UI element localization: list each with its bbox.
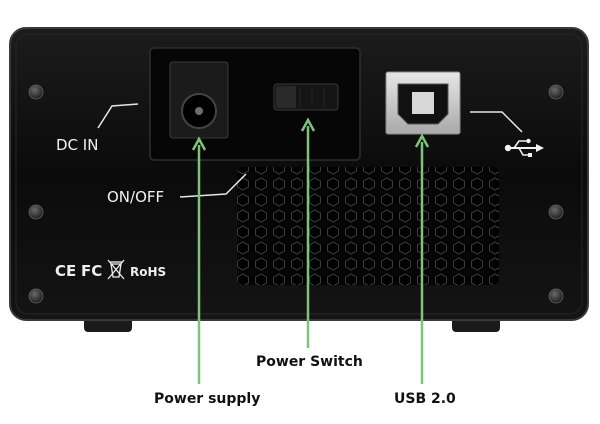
screw-icon (548, 84, 564, 100)
usb-callout-label: USB 2.0 (394, 391, 456, 407)
dc-in-jack[interactable] (169, 61, 229, 139)
certification-marks: CE FC RoHS (55, 259, 166, 280)
screw-icon (548, 204, 564, 220)
power-supply-callout-arrow (191, 136, 207, 151)
dc-in-label: DC IN (56, 136, 98, 154)
usb-callout-arrow (414, 133, 430, 148)
dc-in-label-group: DC IN (56, 103, 139, 154)
screw-icon (548, 288, 564, 304)
rohs-mark: RoHS (130, 265, 166, 279)
screw-icon (28, 84, 44, 100)
on-off-label-group: ON/OFF (107, 173, 247, 206)
screw-icon (28, 288, 44, 304)
dc-in-leader-line (97, 103, 139, 129)
power-switch-callout-label: Power Switch (256, 354, 363, 370)
power-switch[interactable] (273, 83, 339, 111)
on-off-label: ON/OFF (107, 188, 164, 206)
power-supply-callout-label: Power supply (154, 391, 260, 407)
screws (28, 84, 564, 304)
ventilation-grille (237, 167, 499, 285)
callout-lines (191, 117, 430, 384)
usb-leader-line (470, 111, 523, 133)
ce-mark: CE (55, 262, 76, 280)
power-switch-callout-arrow (300, 117, 316, 132)
crossed-bin-icon (107, 259, 125, 280)
fc-mark: FC (81, 262, 102, 280)
on-off-leader-line (179, 173, 247, 198)
usb-b-port[interactable] (385, 71, 461, 135)
rear-panel-inner-edge (15, 33, 583, 315)
screw-icon (28, 204, 44, 220)
usb-symbol-group (470, 111, 544, 157)
usb-icon (504, 138, 544, 157)
